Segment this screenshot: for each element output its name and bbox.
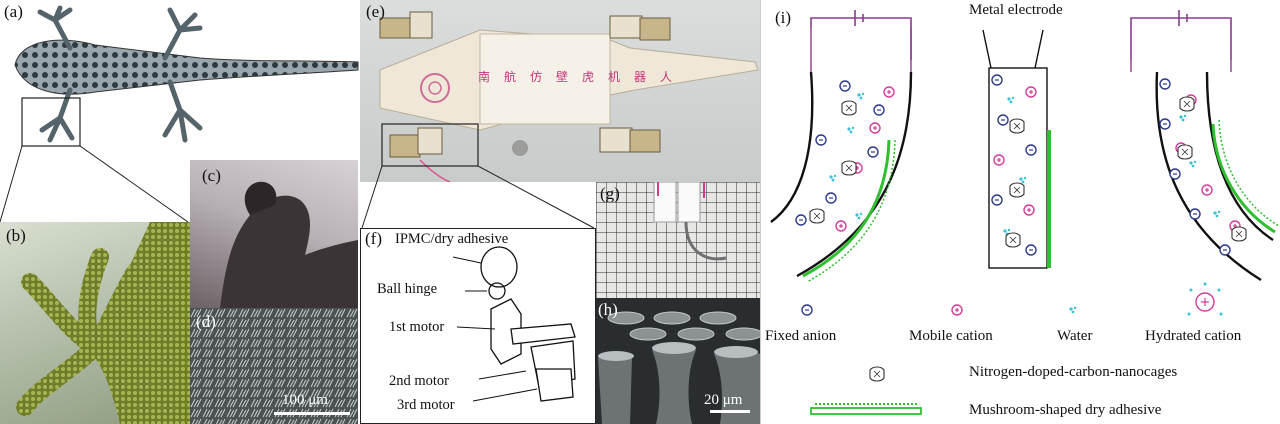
panel-f-part-label: IPMC/dry adhesive xyxy=(395,231,509,247)
panel-e-robot-photo: (e) 南航仿壁虎机器人 xyxy=(360,0,760,182)
panel-f-part-label: 1st motor xyxy=(389,319,445,335)
ipmc-left-bent xyxy=(770,10,913,283)
panel-c-toe-photo: (c) xyxy=(190,160,358,308)
panel-h-sem-photo: (h) 20 μm xyxy=(596,298,760,424)
panel-a-gecko-photo: (a) xyxy=(0,0,360,222)
panel-i-ipmc-schematic: (i) Metal electrode Fixed anion Mobile c… xyxy=(760,0,1280,424)
panel-b-label: (b) xyxy=(6,226,26,245)
panel-f-part-label: 2nd motor xyxy=(389,373,450,389)
panel-e-label: (e) xyxy=(366,2,385,21)
metal-electrode-label: Metal electrode xyxy=(969,2,1063,18)
panel-g-label: (g) xyxy=(600,184,620,203)
panel-e-zoom-lines xyxy=(361,166,595,229)
legend-hydrated-cation: Hydrated cation xyxy=(1145,328,1242,344)
panel-h-scale-bar xyxy=(710,410,750,413)
legend-nanocages: Nitrogen-doped-carbon-nanocages xyxy=(969,364,1178,380)
legend-dry-adhesive: Mushroom-shaped dry adhesive xyxy=(969,402,1162,418)
panel-g-grid-photo: (g) xyxy=(596,182,760,298)
panel-b-gecko-foot-photo: (b) xyxy=(0,222,190,424)
panel-c-label: (c) xyxy=(202,166,221,185)
panel-h-scale-text: 20 μm xyxy=(704,392,743,408)
panel-f-mechanism-drawing: (f) IPMC/dry adhesive Ball hinge 1st mot… xyxy=(360,228,596,424)
panel-d-label: (d) xyxy=(196,312,216,331)
panel-f-part-label: 3rd motor xyxy=(397,397,455,413)
panel-i-label: (i) xyxy=(775,8,792,27)
legend-water: Water xyxy=(1057,328,1093,344)
panel-d-sem-photo: (d) 100 μm xyxy=(190,308,358,424)
panel-a-label: (a) xyxy=(4,2,23,21)
ipmc-center-straight xyxy=(982,29,1051,269)
panel-d-scale-bar xyxy=(274,412,350,415)
ipmc-right-bent xyxy=(1130,10,1280,282)
legend-fixed-anion: Fixed anion xyxy=(765,328,837,344)
panel-e-robot-chinese-text: 南航仿壁虎机器人 xyxy=(478,70,687,84)
panel-f-label: (f) xyxy=(365,229,382,248)
panel-h-label: (h) xyxy=(598,300,618,319)
panel-f-part-label: Ball hinge xyxy=(377,281,438,297)
panel-d-scale-text: 100 μm xyxy=(282,392,328,408)
legend-mobile-cation: Mobile cation xyxy=(909,328,993,344)
